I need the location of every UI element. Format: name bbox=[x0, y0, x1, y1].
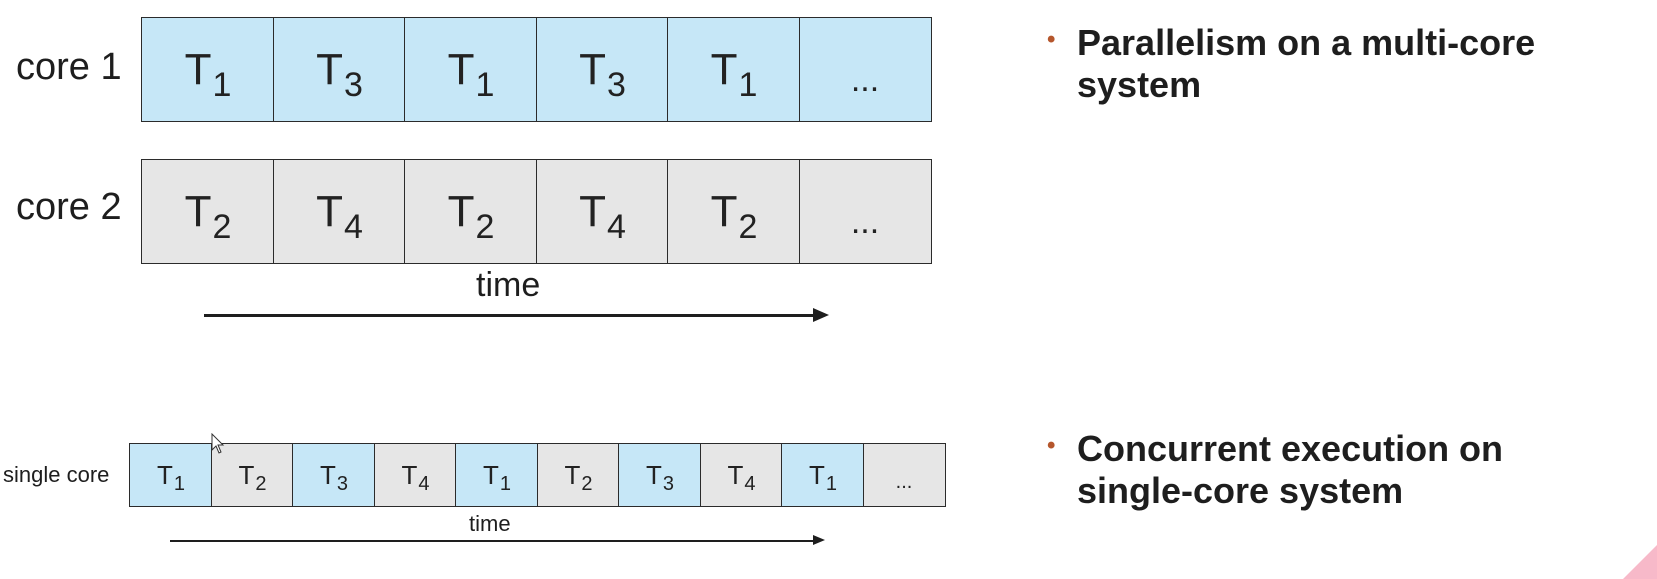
thread-name: T bbox=[808, 459, 825, 490]
thread-index: 4 bbox=[606, 208, 626, 246]
thread-name: T bbox=[710, 186, 738, 236]
thread-index: 2 bbox=[475, 208, 495, 246]
thread-name: T bbox=[579, 44, 606, 94]
thread-index: 3 bbox=[606, 66, 626, 104]
thread-index: 1 bbox=[825, 472, 837, 495]
thread-cell: ... bbox=[798, 159, 932, 264]
thread-name: ... bbox=[895, 470, 913, 493]
bullet-parallelism: • Parallelism on a multi-core system bbox=[1047, 22, 1577, 106]
bullet-dot-icon: • bbox=[1047, 26, 1056, 53]
thread-index: 2 bbox=[212, 208, 232, 246]
thread-name: T bbox=[447, 44, 475, 94]
bullet-text: Concurrent execution on single-core syst… bbox=[1077, 428, 1504, 511]
thread-cell: ... bbox=[862, 443, 946, 507]
thread-name: T bbox=[564, 459, 581, 490]
bullet-dot-icon: • bbox=[1047, 432, 1056, 459]
thread-index: 2 bbox=[255, 472, 267, 495]
bullet-concurrency: • Concurrent execution on single-core sy… bbox=[1047, 428, 1577, 512]
thread-index: 2 bbox=[738, 208, 758, 246]
thread-index: 4 bbox=[418, 472, 430, 495]
thread-name: T bbox=[316, 44, 343, 94]
thread-name: T bbox=[579, 186, 606, 236]
arrow-head-icon bbox=[813, 308, 829, 322]
thread-name: T bbox=[184, 44, 212, 94]
thread-index: 1 bbox=[212, 66, 232, 104]
thread-index: 3 bbox=[336, 472, 348, 495]
thread-index: 4 bbox=[343, 208, 363, 246]
thread-name: T bbox=[727, 459, 744, 490]
single-core-label: single core bbox=[3, 462, 110, 487]
thread-name: T bbox=[710, 44, 738, 94]
arrow-head-icon bbox=[813, 535, 825, 545]
thread-name: T bbox=[645, 459, 662, 490]
thread-index: 1 bbox=[738, 66, 758, 104]
thread-index: 1 bbox=[173, 472, 185, 495]
thread-name: T bbox=[319, 459, 336, 490]
thread-name: T bbox=[316, 186, 343, 236]
thread-name: T bbox=[238, 459, 255, 490]
thread-index: 1 bbox=[475, 66, 495, 104]
core-2-label: core 2 bbox=[16, 186, 122, 228]
time-axis-label: time bbox=[476, 266, 541, 304]
thread-name: T bbox=[184, 186, 212, 236]
thread-name: T bbox=[482, 459, 499, 490]
thread-name: ... bbox=[850, 203, 880, 241]
thread-index: 3 bbox=[343, 66, 363, 104]
bullet-text: Parallelism on a multi-core system bbox=[1077, 22, 1536, 105]
thread-name: T bbox=[447, 186, 475, 236]
single-time-axis-label: time bbox=[469, 511, 511, 536]
thread-index: 2 bbox=[581, 472, 593, 495]
thread-index: 3 bbox=[662, 472, 674, 495]
thread-index: 1 bbox=[499, 472, 511, 495]
thread-name: T bbox=[156, 459, 173, 490]
corner-decoration bbox=[1623, 545, 1657, 579]
thread-name: ... bbox=[850, 61, 880, 99]
thread-cell: ... bbox=[798, 17, 932, 122]
thread-index: 4 bbox=[744, 472, 756, 495]
mouse-pointer-icon bbox=[211, 433, 225, 454]
thread-name: T bbox=[401, 459, 418, 490]
core-1-label: core 1 bbox=[16, 46, 122, 88]
